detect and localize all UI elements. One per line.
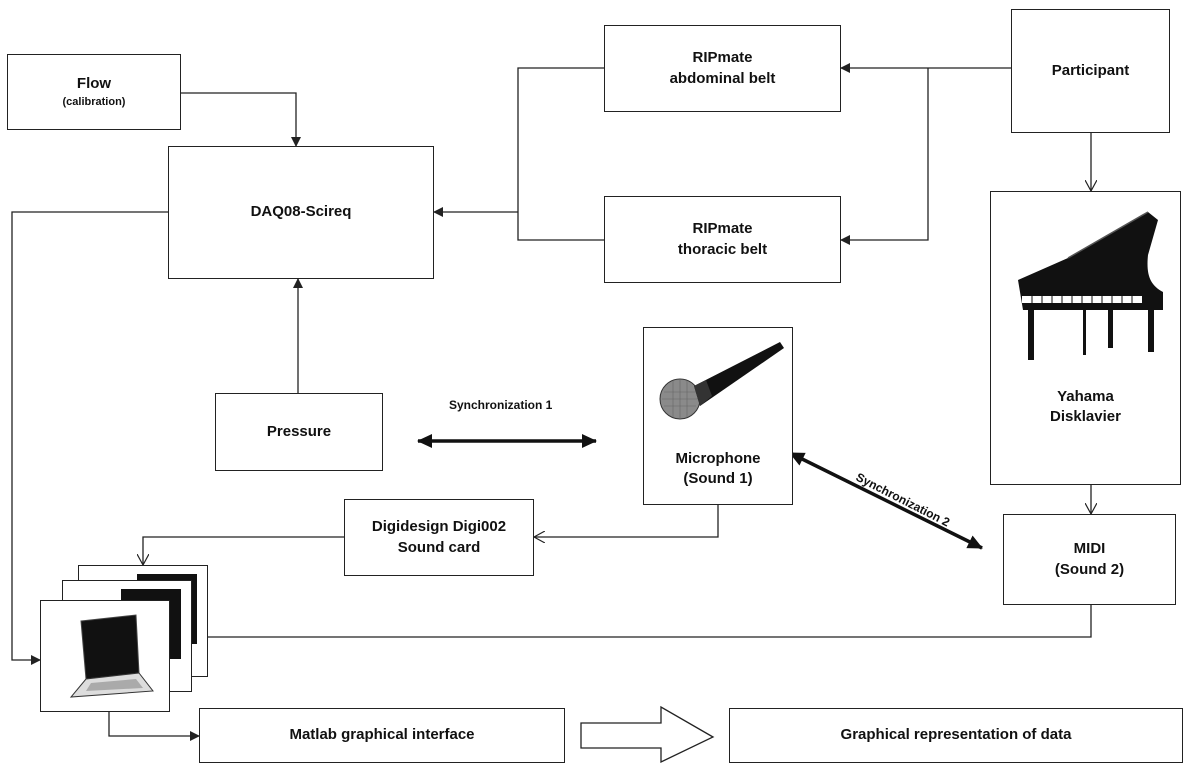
mic-to-soundcard-line [534, 505, 719, 537]
participant-to-thoracic-line [840, 68, 929, 245]
computers-stack [40, 565, 210, 715]
microphone-line1: Microphone [675, 450, 761, 467]
midi-line1: MIDI [1073, 540, 1106, 558]
graph-output-title: Graphical representation of data [840, 726, 1072, 744]
flow-to-daq-line [180, 92, 301, 147]
daq-title: DAQ08-Scireq [250, 203, 352, 221]
soundcard-line2: Sound card [397, 538, 481, 556]
microphone-box: Microphone (Sound 1) [643, 327, 793, 505]
piano-line1: Yahama [1057, 388, 1114, 405]
microphone-icon [659, 342, 784, 420]
rip-thoracic-line2: thoracic belt [677, 240, 768, 258]
sync1-label: Synchronization 1 [449, 398, 553, 412]
midi-to-computers-line [166, 605, 1092, 637]
rip-abdominal-box: RIPmate abdominal belt [604, 25, 841, 112]
piano-box: Yahama Disklavier [990, 191, 1181, 485]
soundcard-line1: Digidesign Digi002 [371, 518, 507, 536]
microphone-line2: (Sound 1) [683, 470, 753, 488]
computers-to-matlab-line [108, 712, 200, 741]
daq-to-computers-line [11, 211, 168, 665]
soundcard-box: Digidesign Digi002 Sound card [344, 499, 534, 576]
midi-line2: (Sound 2) [1054, 560, 1125, 578]
flow-subtitle: (calibration) [62, 95, 126, 108]
rip-thoracic-box: RIPmate thoracic belt [604, 196, 841, 283]
midi-box: MIDI (Sound 2) [1003, 514, 1176, 605]
flow-title: Flow [76, 75, 112, 93]
rip-abdominal-line2: abdominal belt [669, 69, 776, 87]
matlab-box: Matlab graphical interface [199, 708, 565, 763]
rip-thoracic-line1: RIPmate [692, 220, 753, 238]
matlab-to-graph-arrow [580, 705, 715, 763]
rip-abdominal-line1: RIPmate [692, 49, 753, 67]
pressure-box: Pressure [215, 393, 383, 471]
participant-title: Participant [1051, 61, 1130, 79]
flow-box: Flow (calibration) [7, 54, 181, 130]
laptop-icon [69, 614, 154, 698]
participant-box: Participant [1011, 9, 1170, 133]
sync2-double-arrow [789, 451, 983, 550]
rip-belts-merge-line [517, 67, 604, 241]
pressure-title: Pressure [266, 422, 332, 440]
matlab-title: Matlab graphical interface [289, 726, 475, 744]
grand-piano-icon [1018, 211, 1163, 360]
soundcard-to-computers-line [143, 536, 344, 565]
graph-output-box: Graphical representation of data [729, 708, 1183, 763]
piano-line2: Disklavier [1050, 408, 1121, 426]
daq-box: DAQ08-Scireq [168, 146, 434, 279]
